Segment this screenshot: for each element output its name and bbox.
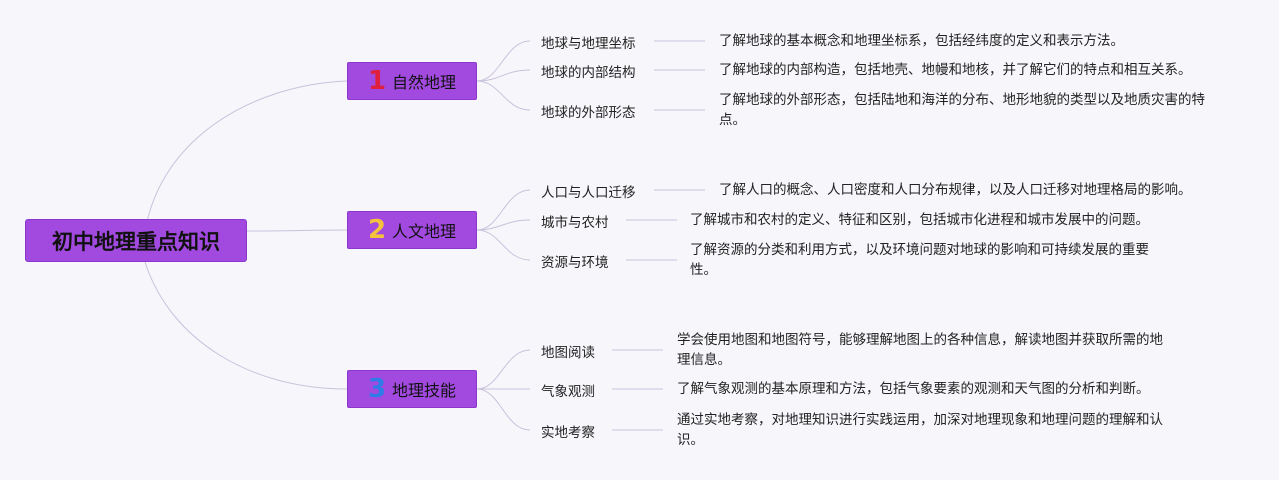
branch-number: 2 xyxy=(367,215,387,245)
leaf-description: 通过实地考察，对地理知识进行实践运用，加深对地理现象和地理问题的理解和认识。 xyxy=(677,412,1163,448)
branch-label: 自然地理 xyxy=(392,73,457,92)
leaf-description: 了解地球的内部构造，包括地壳、地幔和地核，并了解它们的特点和相互关系。 xyxy=(719,62,1192,78)
branch-human-geography[interactable]: 2 人文地理 xyxy=(347,211,477,249)
leaf-node[interactable]: 实地考察 xyxy=(541,425,595,441)
branch-label: 人文地理 xyxy=(392,222,457,241)
branch-natural-geography[interactable]: 1 自然地理 xyxy=(347,62,477,100)
leaf-description: 了解气象观测的基本原理和方法，包括气象要素的观测和天气图的分析和判断。 xyxy=(677,381,1150,397)
connector-b3-leaf1 xyxy=(476,349,531,390)
connector-b2-leaf2 xyxy=(476,219,531,231)
leaf-node[interactable]: 地球与地理坐标 xyxy=(541,36,636,52)
connector-b1-leaf2 xyxy=(476,69,531,82)
connector-b2-leaf3 xyxy=(476,229,531,261)
leaf-description: 了解人口的概念、人口密度和人口分布规律，以及人口迁移对地理格局的影响。 xyxy=(719,182,1192,198)
branch-number: 1 xyxy=(367,66,387,96)
leaf-node[interactable]: 地图阅读 xyxy=(541,345,595,361)
leaf-description: 了解地球的基本概念和地理坐标系，包括经纬度的定义和表示方法。 xyxy=(719,33,1124,49)
connector-root-branch-3 xyxy=(144,261,348,390)
leaf-node[interactable]: 人口与人口迁移 xyxy=(541,185,636,201)
branch-number: 3 xyxy=(367,374,387,404)
leaf-description: 了解资源的分类和利用方式，以及环境问题对地球的影响和可持续发展的重要性。 xyxy=(690,242,1149,278)
leaf-node[interactable]: 地球的内部结构 xyxy=(541,65,636,81)
leaf-description: 了解地球的外部形态，包括陆地和海洋的分布、地形地貌的类型以及地质灾害的特点。 xyxy=(719,92,1205,128)
root-label: 初中地理重点知识 xyxy=(52,229,220,254)
leaf-node[interactable]: 地球的外部形态 xyxy=(541,105,636,121)
leaf-node[interactable]: 城市与农村 xyxy=(541,215,609,231)
connector-b1-leaf3 xyxy=(476,80,531,111)
connector-b2-leaf1 xyxy=(476,189,531,231)
connector-root-branch-2 xyxy=(246,229,348,232)
connector-root-branch-1 xyxy=(144,80,348,233)
connector-b3-leaf3 xyxy=(476,388,531,431)
leaf-node[interactable]: 气象观测 xyxy=(541,384,595,400)
leaf-description: 了解城市和农村的定义、特征和区别，包括城市化进程和城市发展中的问题。 xyxy=(690,212,1149,228)
branch-geography-skills[interactable]: 3 地理技能 xyxy=(347,370,477,408)
root-node[interactable]: 初中地理重点知识 xyxy=(25,219,247,262)
leaf-node[interactable]: 资源与环境 xyxy=(541,255,609,271)
leaf-description: 学会使用地图和地图符号，能够理解地图上的各种信息，解读地图并获取所需的地理信息。 xyxy=(677,332,1163,368)
branch-label: 地理技能 xyxy=(392,381,457,400)
connector-b1-leaf1 xyxy=(476,40,531,82)
